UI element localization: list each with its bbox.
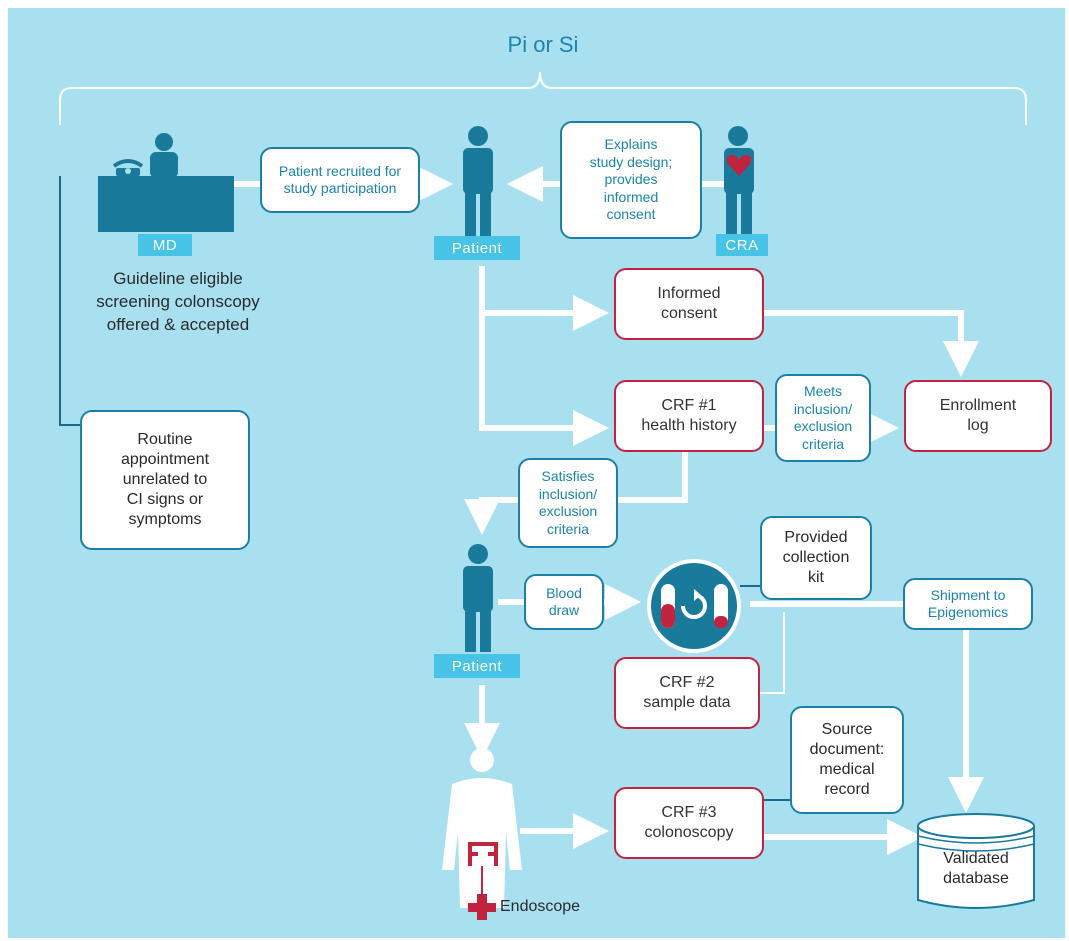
- cra-label: CRA: [716, 234, 768, 256]
- endoscope-icon: [468, 894, 496, 920]
- explains-box: Explains study design; provides informed…: [560, 121, 702, 239]
- cra-figure-icon: [724, 126, 754, 236]
- recruited-box: Patient recruited for study participatio…: [260, 147, 420, 213]
- crf2-box: CRF #2 sample data: [614, 657, 760, 729]
- body-colon-icon: [442, 748, 522, 908]
- blood-tube-icon: [714, 584, 728, 628]
- line-md-to-routine: [59, 176, 80, 426]
- validated-database-label: Validated database: [943, 850, 1009, 887]
- informed-consent-box: Informed consent: [614, 268, 764, 340]
- shipment-box: Shipment to Epigenomics: [903, 578, 1033, 630]
- source-document-box: Source document: medical record: [790, 706, 904, 814]
- flowchart-canvas: Pi or Si MD Patient CRA Patient Guidelin…: [8, 8, 1065, 938]
- guideline-note: Guideline eligible screening colonscopy …: [96, 269, 260, 334]
- database-icon: [917, 813, 1035, 909]
- crf1-box: CRF #1 health history: [614, 380, 764, 452]
- brace: [59, 71, 1027, 125]
- blood-tube-icon: [661, 584, 675, 628]
- crf3-box: CRF #3 colonoscopy: [614, 787, 764, 859]
- satisfies-criteria-box: Satisfies inclusion/ exclusion criteria: [518, 458, 618, 548]
- blood-draw-box: Blood draw: [524, 574, 604, 630]
- patient-label-2: Patient: [434, 654, 520, 678]
- line-patient-down: [479, 266, 609, 446]
- md-desk-icon: [98, 133, 234, 232]
- patient-figure-icon: [463, 544, 493, 652]
- routine-appointment-box: Routine appointment unrelated to CI sign…: [80, 410, 250, 550]
- arrow-consent-to-enrollment: [763, 310, 979, 377]
- md-label: MD: [138, 234, 192, 256]
- enrollment-log-box: Enrollment log: [904, 380, 1052, 452]
- meets-criteria-box: Meets inclusion/ exclusion criteria: [775, 374, 871, 462]
- sample-kit-icon: [647, 559, 741, 653]
- refresh-icon: [681, 593, 707, 619]
- provided-kit-box: Provided collection kit: [760, 516, 872, 600]
- telephone-icon: [112, 159, 144, 176]
- heart-icon: [726, 155, 752, 176]
- line-crf2-to-kit: [760, 612, 785, 694]
- page-title: Pi or Si: [507, 32, 579, 57]
- endoscope-label: Endoscope: [500, 898, 581, 915]
- patient-label: Patient: [434, 236, 520, 260]
- patient-figure-icon: [463, 126, 493, 236]
